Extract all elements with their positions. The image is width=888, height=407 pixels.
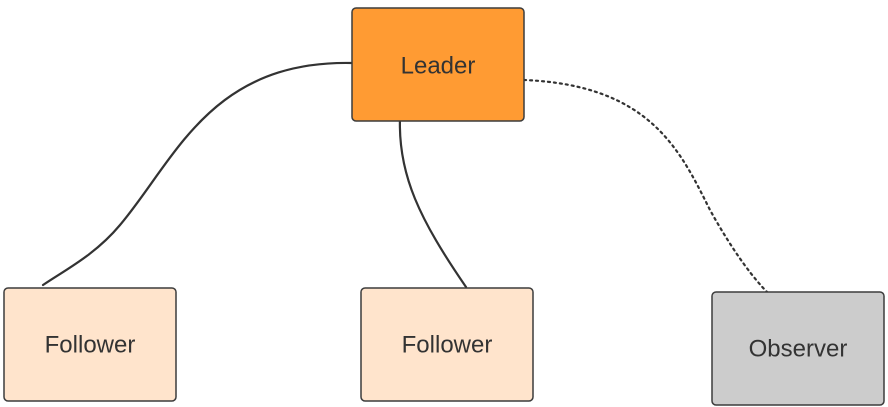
- leader-label: Leader: [401, 52, 476, 79]
- leader-node[interactable]: Leader: [351, 7, 525, 122]
- edge-leader-to-follower-left: [41, 61, 354, 287]
- follower-middle-node[interactable]: Follower: [360, 287, 534, 402]
- follower-left-label: Follower: [45, 331, 136, 358]
- follower-left-node[interactable]: Follower: [3, 287, 177, 402]
- follower-middle-label: Follower: [402, 331, 493, 358]
- edge-leader-to-follower-middle: [398, 116, 468, 289]
- edge-leader-to-observer-dotted: [522, 78, 770, 295]
- observer-node[interactable]: Observer: [711, 291, 885, 406]
- observer-label: Observer: [749, 335, 848, 362]
